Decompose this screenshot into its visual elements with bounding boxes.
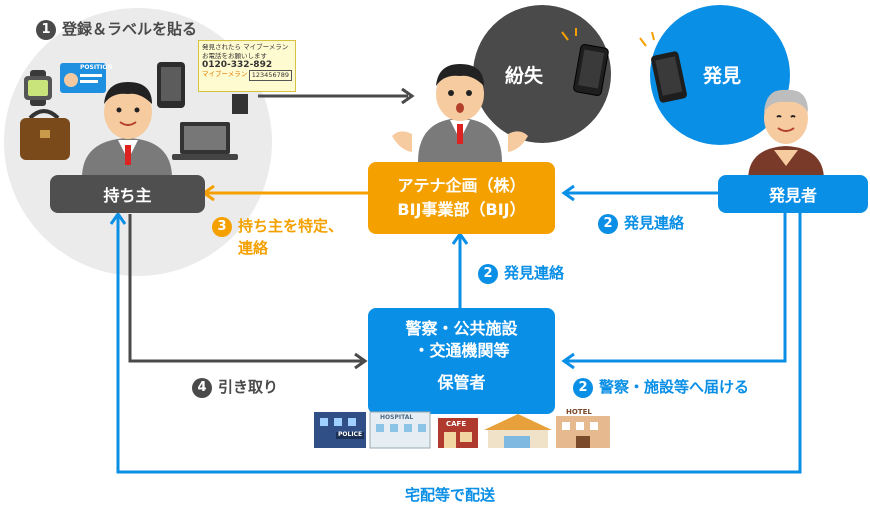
- step1-number: 1: [36, 19, 56, 40]
- cafe-sign: CAFE: [446, 420, 467, 428]
- label-card-code: 123456789: [248, 70, 292, 81]
- hotel-building-icon: [556, 416, 610, 448]
- step2c-label: 2 警察・施設等へ届ける: [573, 376, 749, 398]
- step1-text: 登録＆ラベルを貼る: [62, 20, 198, 38]
- company-line1: アテナ企画（株）: [397, 176, 526, 195]
- laptop-icon: [172, 122, 238, 160]
- hospital-sign: HOSPITAL: [380, 414, 414, 421]
- label-card-brand: マイブーメラン: [202, 70, 248, 78]
- owner-label: 持ち主: [103, 186, 152, 205]
- label-card-line1: 発見されたら マイブーメラン: [202, 43, 289, 51]
- storage-line3: 保管者: [437, 373, 486, 392]
- hotel-sign: HOTEL: [566, 408, 592, 416]
- cafe-building-icon: [438, 418, 478, 448]
- hospital-building-icon: [369, 411, 431, 449]
- police-building-icon: [314, 412, 366, 448]
- delivery-label: 宅配等で配送: [405, 486, 496, 504]
- company-box: アテナ企画（株） BIJ事業部（BIJ）: [368, 162, 555, 234]
- lost-bubble-text: 紛失: [505, 65, 544, 87]
- deliver-to-police-arrow: [566, 213, 787, 363]
- owner-box: 持ち主: [50, 175, 205, 213]
- step4-number: 4: [192, 377, 212, 398]
- step2c-text: 警察・施設等へ届ける: [599, 378, 750, 396]
- station-building-icon: [484, 414, 552, 448]
- storage-line1: 警察・公共施設: [405, 319, 518, 338]
- step2b-number: 2: [478, 263, 498, 284]
- id-card-icon: [60, 63, 106, 93]
- step4-label: 4 引き取り: [192, 376, 278, 398]
- step2a-number: 2: [598, 213, 618, 234]
- step3-label: 3 持ち主を特定、 連絡: [212, 215, 343, 259]
- step2a-label: 2 発見連絡: [598, 212, 684, 234]
- sd-card-icon: [232, 94, 248, 114]
- pickup-arrow: [128, 214, 362, 363]
- storage-line2: ・交通機関等: [413, 341, 510, 360]
- storage-box: 警察・公共施設 ・交通機関等 保管者: [368, 308, 555, 414]
- company-line2: BIJ事業部（BIJ）: [397, 200, 526, 219]
- step2b-text: 発見連絡: [504, 264, 565, 282]
- step4-text: 引き取り: [218, 378, 279, 396]
- watch-icon: [24, 70, 52, 106]
- phone-icon: [157, 62, 185, 108]
- step3-line1: 持ち主を特定、: [238, 217, 344, 235]
- step1-heading: 1 登録＆ラベルを貼る: [36, 18, 197, 40]
- delivery-arrow: [116, 213, 802, 474]
- finder-box: 発見者: [718, 175, 868, 213]
- id-card-label: POSITION: [80, 64, 113, 71]
- found-bubble-text: 発見: [703, 65, 742, 87]
- step3-line2: 連絡: [238, 239, 269, 257]
- label-card-phone: 0120-332-892: [202, 60, 273, 70]
- step2a-text: 発見連絡: [624, 214, 685, 232]
- step2c-number: 2: [573, 377, 593, 398]
- label-card-line2: お電話をお願いします: [202, 52, 267, 60]
- step3-number: 3: [212, 216, 232, 237]
- bag-icon: [20, 109, 70, 160]
- finder-label: 発見者: [768, 186, 817, 205]
- step2b-label: 2 発見連絡: [478, 262, 564, 284]
- police-sign: POLICE: [338, 431, 363, 438]
- boomerang-label-card: 発見されたら マイブーメラン お電話をお願いします 0120-332-892 マ…: [198, 40, 296, 92]
